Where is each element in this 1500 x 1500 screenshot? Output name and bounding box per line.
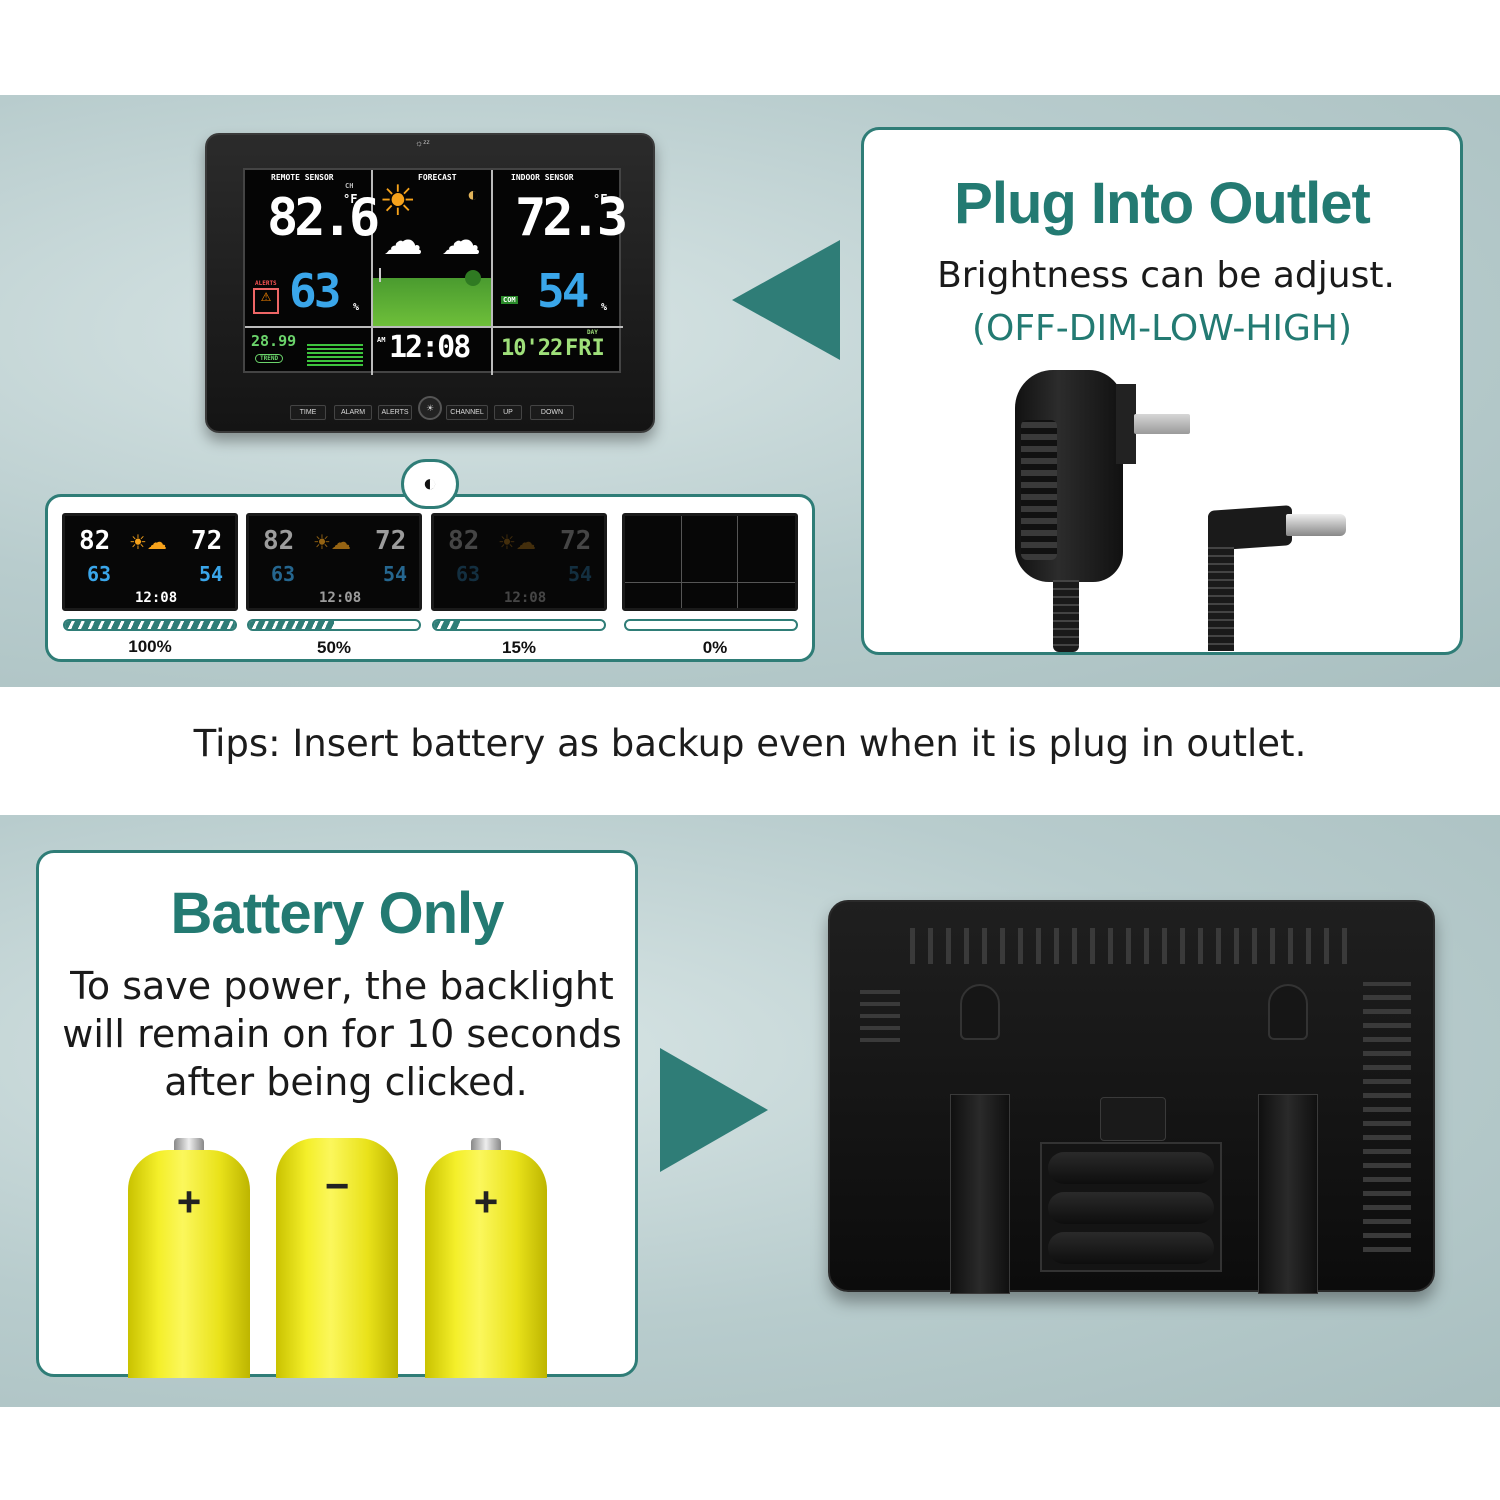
brightness-bar-fill bbox=[65, 621, 235, 629]
stand-left bbox=[950, 1094, 1010, 1294]
brightness-preview-100: 82 72 63 54 ☀☁ 12:08 bbox=[62, 513, 238, 611]
brightness-bar-15 bbox=[432, 619, 606, 631]
brightness-preview-50: 82 72 63 54 ☀☁ 12:08 bbox=[246, 513, 422, 611]
brightness-bar-fill bbox=[249, 621, 334, 629]
tips-text: Tips: Insert battery as backup even when… bbox=[193, 722, 1307, 765]
cloud-icon-2: ☁ bbox=[441, 219, 481, 263]
arrow-right-icon bbox=[660, 1048, 768, 1172]
com-label: COM bbox=[501, 296, 518, 304]
battery-icon-3: + bbox=[425, 1150, 547, 1378]
brightness-icon: ◐ bbox=[401, 459, 459, 509]
sun-icon: ☀ bbox=[379, 177, 417, 224]
remote-temp: 82.6 bbox=[267, 188, 380, 248]
battery-icon-2: − bbox=[276, 1138, 398, 1378]
brightness-bar-fill bbox=[434, 621, 460, 629]
remote-temp-unit: °F bbox=[343, 192, 358, 206]
pressure-bar-graph bbox=[307, 344, 363, 366]
remote-sensor-label: REMOTE SENSOR bbox=[271, 173, 334, 182]
channel-button[interactable]: CHANNEL bbox=[446, 405, 488, 420]
brightness-bar-0 bbox=[624, 619, 798, 631]
power-adapter-icon bbox=[1015, 370, 1123, 582]
moon-icon: ◐ bbox=[467, 184, 480, 206]
wall-mount-hole bbox=[1268, 984, 1308, 1040]
trend-label: TREND bbox=[255, 354, 284, 363]
day-value: FRI bbox=[565, 336, 605, 361]
up-button[interactable]: UP bbox=[494, 405, 522, 420]
battery-sign-1: + bbox=[176, 1178, 202, 1225]
alarm-button[interactable]: ALARM bbox=[334, 405, 372, 420]
battery-slot bbox=[1048, 1192, 1214, 1224]
battery-slot bbox=[1048, 1152, 1214, 1184]
battery-slot bbox=[1048, 1232, 1214, 1264]
battery-terminal bbox=[174, 1138, 204, 1150]
day-label: DAY bbox=[587, 329, 598, 336]
plug-info-panel bbox=[861, 127, 1463, 655]
battery-text-line1: To save power, the backlight bbox=[70, 964, 614, 1008]
arrow-left-icon bbox=[732, 240, 840, 360]
stand-right bbox=[1258, 1094, 1318, 1294]
landscape-graphic bbox=[373, 268, 491, 326]
sensor-logo-icon: ☼ᶻᶻ bbox=[415, 138, 430, 148]
vent-grille-top bbox=[910, 928, 1360, 964]
pressure-value: 28.99 bbox=[251, 332, 297, 350]
am-label: AM bbox=[377, 336, 386, 344]
down-button[interactable]: DOWN bbox=[530, 405, 574, 420]
forecast-label: FORECAST bbox=[418, 173, 457, 182]
brightness-label-15: 15% bbox=[501, 638, 537, 657]
vent-grille-left bbox=[860, 982, 900, 1042]
time-button[interactable]: TIME bbox=[290, 405, 326, 420]
adapter-prong-blade bbox=[1134, 414, 1190, 434]
vent-grille-right bbox=[1363, 982, 1411, 1252]
weather-station-back bbox=[828, 900, 1435, 1294]
brightness-label-50: 50% bbox=[316, 638, 352, 657]
ch-label: CH bbox=[345, 182, 354, 190]
battery-sign-3: + bbox=[473, 1178, 499, 1225]
plug-text-line1: Brightness can be adjust. bbox=[937, 255, 1395, 296]
indoor-humidity-unit: % bbox=[601, 302, 608, 313]
cloud-icon: ☁ bbox=[383, 219, 423, 263]
battery-terminal bbox=[471, 1138, 501, 1150]
battery-compartment bbox=[1040, 1142, 1222, 1272]
light-button[interactable]: ☀ bbox=[418, 396, 442, 420]
dc-plug-tip bbox=[1286, 514, 1346, 536]
clock-time: 12:08 bbox=[389, 330, 471, 365]
dc-cable-icon bbox=[1208, 545, 1234, 651]
brightness-bar-50 bbox=[247, 619, 421, 631]
battery-icon-1: + bbox=[128, 1150, 250, 1378]
brightness-preview-0 bbox=[622, 513, 798, 611]
wall-mount-hole bbox=[960, 984, 1000, 1040]
remote-humidity-unit: % bbox=[353, 302, 360, 313]
remote-humidity: 63 bbox=[289, 264, 341, 318]
cable-icon bbox=[1053, 580, 1079, 652]
brightness-label-0: 0% bbox=[702, 638, 728, 657]
date-value: 10'22' bbox=[501, 336, 575, 361]
battery-text-line2: will remain on for 10 seconds bbox=[62, 1012, 622, 1056]
indoor-humidity: 54 bbox=[537, 264, 589, 318]
lcd-screen: REMOTE SENSOR FORECAST INDOOR SENSOR CH … bbox=[243, 168, 628, 375]
plug-text-line2: (OFF-DIM-LOW-HIGH) bbox=[971, 308, 1353, 349]
indoor-temp: 72.3 bbox=[515, 188, 628, 248]
brightness-preview-15: 82 72 63 54 ☀☁ 12:08 bbox=[431, 513, 607, 611]
battery-sign-2: − bbox=[324, 1162, 350, 1209]
alerts-label: ALERTS bbox=[255, 280, 277, 287]
battery-title: Battery Only bbox=[170, 881, 505, 946]
brightness-label-100: 100% bbox=[128, 637, 172, 656]
alerts-button[interactable]: ALERTS bbox=[378, 405, 412, 420]
adapter-prong-icon bbox=[1116, 384, 1136, 464]
plug-title: Plug Into Outlet bbox=[954, 171, 1371, 236]
weather-station-front: ☼ᶻᶻ REMOTE SENSOR FORECAST INDOOR SENSOR… bbox=[205, 133, 655, 433]
brightness-bar-100 bbox=[63, 619, 237, 631]
indoor-sensor-label: INDOOR SENSOR bbox=[511, 173, 574, 182]
compartment-latch bbox=[1100, 1097, 1166, 1141]
alert-icon: ⚠ bbox=[253, 288, 279, 314]
battery-text-line3: after being clicked. bbox=[164, 1060, 528, 1104]
indoor-temp-unit: °F bbox=[593, 192, 608, 206]
